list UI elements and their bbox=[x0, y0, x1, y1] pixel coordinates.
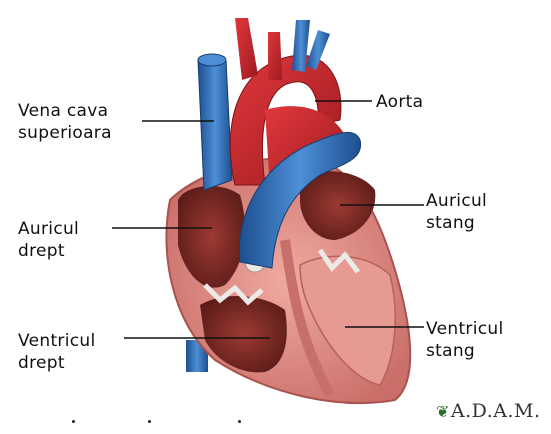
leaf-icon: ❦ bbox=[436, 402, 450, 421]
label-line: Vena cava bbox=[18, 100, 112, 122]
aorta-branch-4 bbox=[306, 30, 330, 70]
label-line: Ventricul bbox=[426, 318, 503, 340]
label-line: Ventricul bbox=[18, 330, 95, 352]
label-aorta: Aorta bbox=[376, 91, 423, 113]
label-line: Auricul bbox=[18, 218, 79, 240]
aorta-branch-2 bbox=[268, 32, 282, 80]
superior-vena-cava bbox=[198, 60, 232, 190]
label-line: stang bbox=[426, 212, 487, 234]
label-auricul-stang: Auricul stang bbox=[426, 190, 487, 234]
decorative-dot bbox=[238, 420, 241, 423]
decorative-dot bbox=[148, 420, 151, 423]
decorative-dot bbox=[72, 420, 75, 423]
label-vena-cava-superioara: Vena cava superioara bbox=[18, 100, 112, 144]
right-ventricle bbox=[200, 296, 287, 372]
label-line: Auricul bbox=[426, 190, 487, 212]
label-line: superioara bbox=[18, 122, 112, 144]
label-line: drept bbox=[18, 240, 79, 262]
label-ventricul-drept: Ventricul drept bbox=[18, 330, 95, 374]
label-auricul-drept: Auricul drept bbox=[18, 218, 79, 262]
logo-text: A.D.A.M. bbox=[451, 400, 541, 422]
label-ventricul-stang: Ventricul stang bbox=[426, 318, 503, 362]
aorta-branch-1 bbox=[235, 18, 258, 80]
label-line: drept bbox=[18, 352, 95, 374]
adam-logo: ❦A.D.A.M. bbox=[436, 400, 541, 422]
label-line: Aorta bbox=[376, 91, 423, 113]
label-line: stang bbox=[426, 340, 503, 362]
